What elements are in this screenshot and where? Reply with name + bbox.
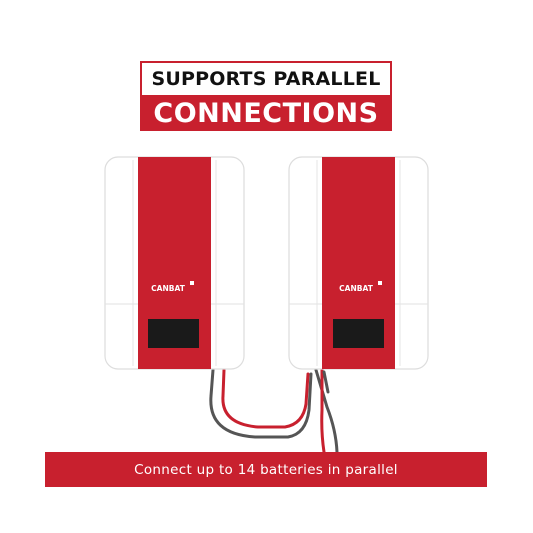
display-screen [148,319,199,348]
cable-red-left [221,368,310,429]
cables [209,368,339,454]
headline-line2: CONNECTIONS [140,95,392,131]
info-banner: Connect up to 14 batteries in parallel [45,452,487,487]
banner-text: Connect up to 14 batteries in parallel [134,461,398,478]
display-screen [333,319,384,348]
brand-logo: CANBAT [339,284,374,293]
headline-line1: SUPPORTS PARALLEL [140,61,392,95]
cable-gray-left [209,368,313,439]
cable-gray-right-outer [322,370,330,394]
battery-unit-1: CANBAT [104,156,245,370]
brand-logo: CANBAT [151,284,186,293]
cable-red-right [320,368,326,454]
maple-leaf-icon [190,281,194,285]
cable-gray-right [314,368,339,454]
maple-leaf-icon [378,281,382,285]
headline: SUPPORTS PARALLEL CONNECTIONS [140,61,392,131]
battery-unit-2: CANBAT [288,156,429,370]
